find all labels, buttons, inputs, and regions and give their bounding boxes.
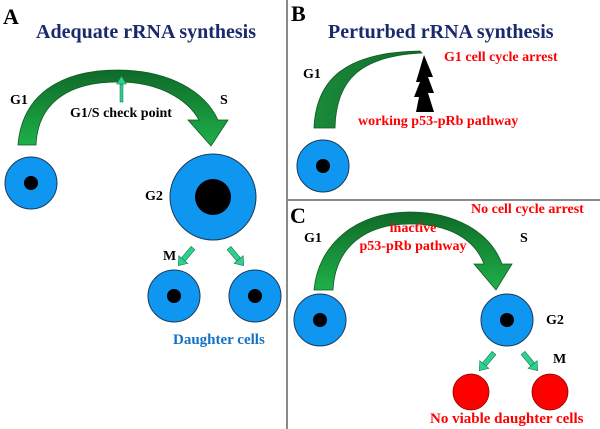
a-label-s: S <box>220 93 228 108</box>
a-label-daughter-cells: Daughter cells <box>173 332 265 348</box>
a-label-m: M <box>163 249 177 264</box>
panel-a <box>4 69 282 323</box>
c-label-no-arrest: No cell cycle arrest <box>471 202 584 217</box>
panel-b-title: Perturbed rRNA synthesis <box>328 21 554 43</box>
panel-b <box>296 50 434 193</box>
nonviable-cell-left <box>452 373 490 411</box>
c-label-m: M <box>553 352 567 367</box>
g2-cell-nucleus <box>195 179 231 215</box>
g1-arc-partial <box>313 50 423 129</box>
checkpoint-arrow <box>116 75 127 103</box>
daughter-cell-left-nucleus <box>167 289 181 303</box>
c-g2-cell-nucleus <box>500 313 514 327</box>
a-label-g1: G1 <box>10 93 28 108</box>
b-label-working-pathway: working p53-pRb pathway <box>358 114 519 129</box>
a-label-g2: G2 <box>145 189 163 204</box>
c-label-inactive: inactive <box>389 221 437 236</box>
g1-cell-nucleus <box>24 176 38 190</box>
daughter-cell-right-nucleus <box>248 289 262 303</box>
c-label-no-viable-daughters: No viable daughter cells <box>430 411 584 427</box>
a-label-checkpoint: G1/S check point <box>70 106 172 121</box>
nonviable-cell-right <box>531 373 569 411</box>
panel-a-title: Adequate rRNA synthesis <box>36 21 257 43</box>
m-arrow-right <box>226 246 245 266</box>
c-m-arrow-right <box>520 351 539 371</box>
panel-c-letter: C <box>290 203 306 228</box>
c-label-g1: G1 <box>304 231 322 246</box>
panel-c <box>293 211 569 411</box>
panel-b-letter: B <box>291 1 306 26</box>
block-lightning-icon <box>414 55 434 112</box>
c-label-g2: G2 <box>546 313 564 328</box>
b-g1-cell-nucleus <box>316 159 330 173</box>
m-arrow-left <box>177 246 196 266</box>
c-m-arrow-left <box>478 351 497 371</box>
b-label-g1-arrest: G1 cell cycle arrest <box>444 50 558 65</box>
g1-to-s-arc-arrow <box>17 69 229 147</box>
panel-a-letter: A <box>3 4 19 29</box>
b-label-g1: G1 <box>303 67 321 82</box>
c-label-s: S <box>520 231 528 246</box>
c-g1-to-s-arc-arrow <box>313 211 513 291</box>
c-g1-cell-nucleus <box>313 313 327 327</box>
c-label-inactive-pathway: p53-pRb pathway <box>359 239 467 254</box>
